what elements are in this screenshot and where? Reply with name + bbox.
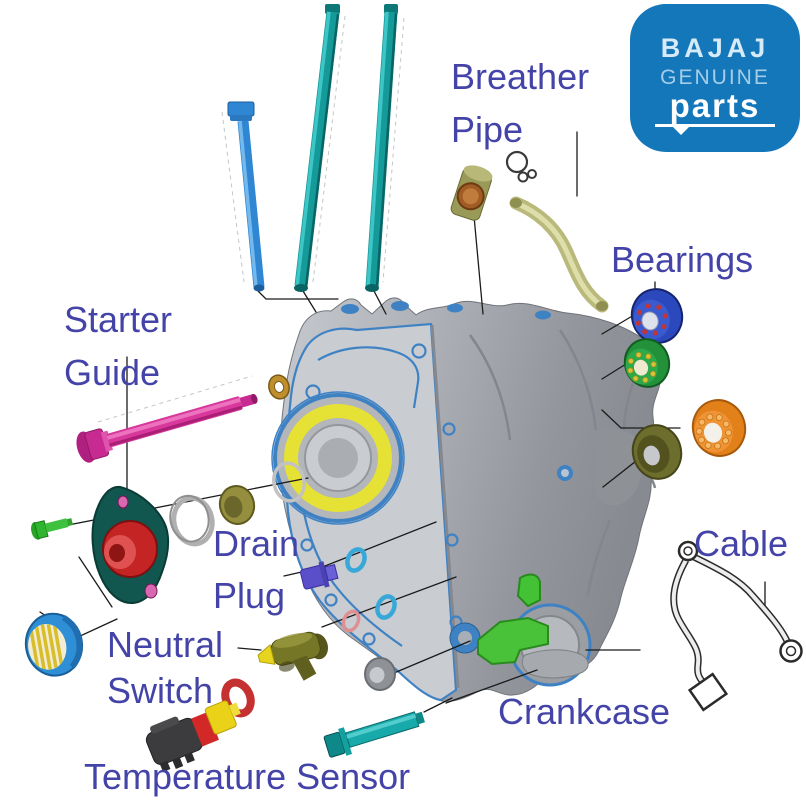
ball-bearing-green xyxy=(623,338,671,388)
label-line: Breather xyxy=(451,56,590,97)
badge-arrow-icon xyxy=(673,127,689,135)
label-starter-guide: Starter Guide xyxy=(64,293,172,399)
label-bearings: Bearings xyxy=(611,239,754,280)
needle-bearing-blue xyxy=(24,612,84,677)
neutral-switch xyxy=(257,631,329,681)
breather-pipe xyxy=(509,196,609,313)
crankcase-body xyxy=(271,297,662,702)
bush-olive xyxy=(218,485,256,525)
crankcase-bracket-green xyxy=(477,573,549,666)
wave-circlip-silver xyxy=(169,494,215,547)
o-ring-white xyxy=(272,461,306,503)
badge-genuine-text: GENUINE xyxy=(660,66,770,89)
mount-bolt-teal xyxy=(323,711,425,758)
label-line: Starter xyxy=(64,299,173,340)
label-temperature-sensor: Temperature Sensor xyxy=(84,756,411,797)
badge-underline xyxy=(655,124,775,135)
label-breather-pipe: Breather Pipe xyxy=(451,50,589,156)
o-ring-blue-upper xyxy=(345,547,367,573)
ball-bearing-blue xyxy=(630,288,684,344)
label-crankcase: Crankcase xyxy=(498,691,671,732)
oil-seal-olive xyxy=(631,424,683,480)
crankcase-bore-ring-yellow xyxy=(284,404,392,512)
washer-brass xyxy=(268,374,290,400)
crankcase-foot xyxy=(521,649,589,679)
o-ring-pink xyxy=(341,609,361,633)
cable xyxy=(670,540,803,712)
cylinder-stud-left xyxy=(294,4,340,292)
label-line: Pipe xyxy=(451,109,524,150)
stud-boss-holes xyxy=(341,301,551,320)
spacer-ring-gray xyxy=(364,657,396,691)
label-line: Plug xyxy=(213,575,286,616)
label-line: Guide xyxy=(64,352,161,393)
cable-connector xyxy=(687,672,729,712)
label-neutral-switch: Neutral Switch xyxy=(107,622,223,714)
flange-bolt-blue xyxy=(227,101,265,292)
circlip-sketch xyxy=(505,150,537,183)
label-line: Neutral xyxy=(107,624,224,665)
label-line: Drain xyxy=(213,523,300,564)
breather-fitting xyxy=(450,165,493,221)
main-bearing-bore xyxy=(271,391,405,525)
drain-plug xyxy=(299,561,339,590)
starter-guide-shaft xyxy=(76,393,258,463)
housing-boss-red xyxy=(102,520,158,578)
label-cable: Cable xyxy=(694,523,789,564)
bolt-green xyxy=(31,518,73,540)
starter-guide-housing xyxy=(91,485,170,605)
temperature-sensor xyxy=(145,700,241,773)
roller-bearing-orange xyxy=(691,399,747,457)
badge-parts-text: parts xyxy=(669,87,761,124)
bajaj-brand-text: BAJAJ xyxy=(660,33,770,63)
sketch-construction-lines xyxy=(97,15,405,423)
cylinder-stud-right xyxy=(365,4,398,292)
o-ring-blue-lower xyxy=(375,594,397,620)
label-line: Switch xyxy=(107,670,214,711)
bajaj-genuine-parts-badge: BAJAJ GENUINE parts xyxy=(630,4,800,152)
label-drain-plug: Drain Plug xyxy=(213,518,299,622)
